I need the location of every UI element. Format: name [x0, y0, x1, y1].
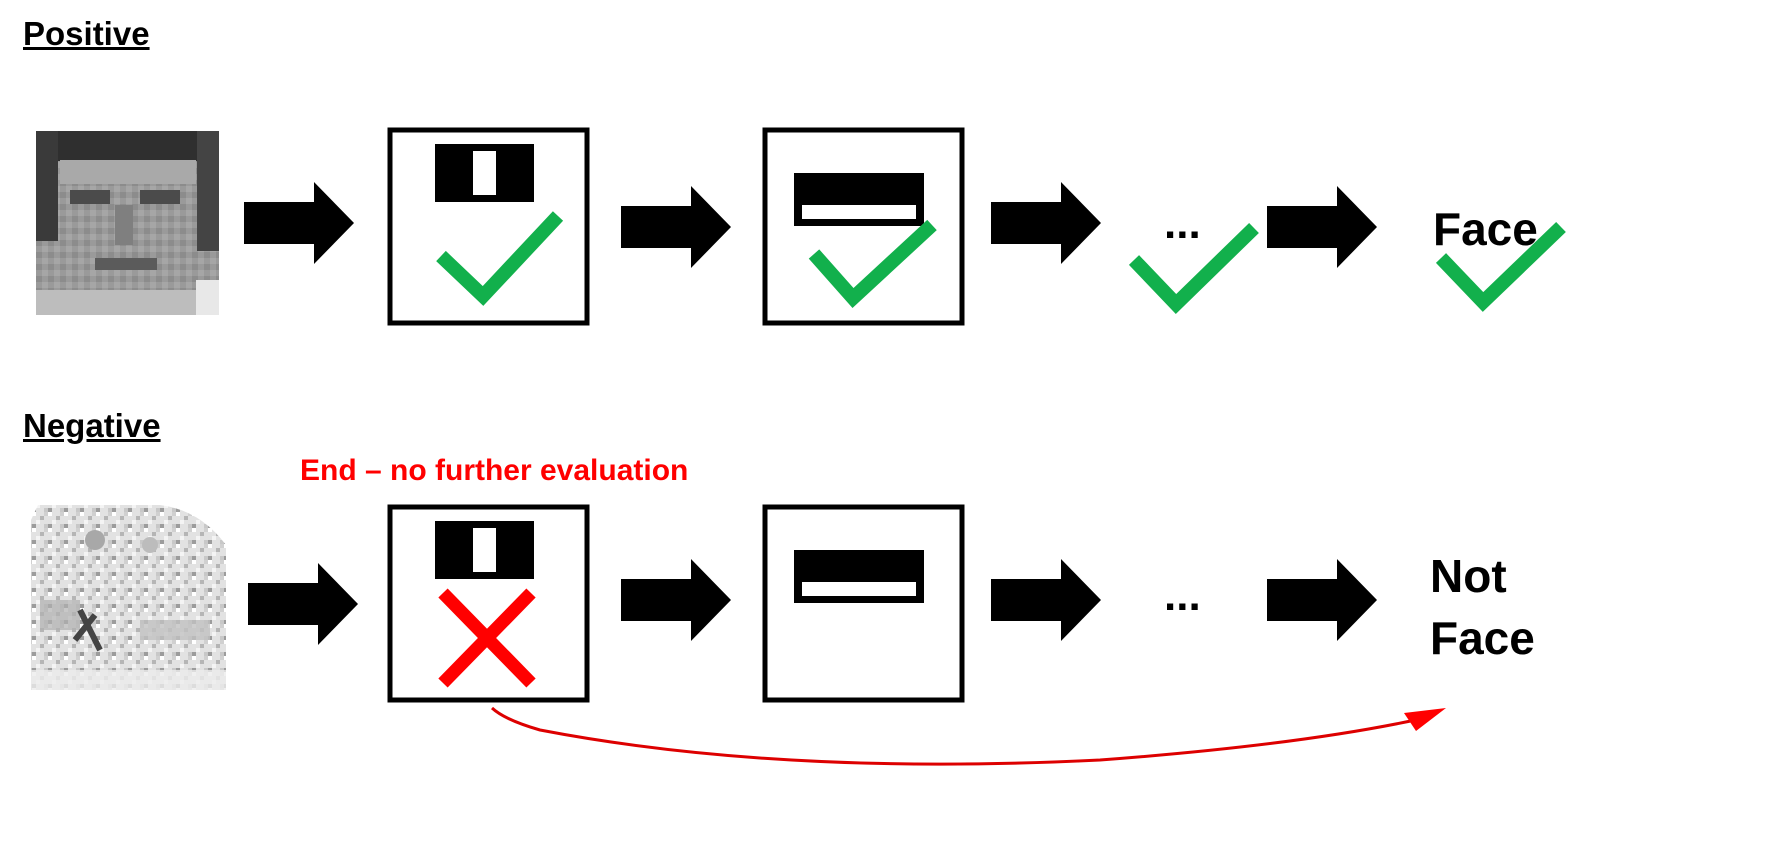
right-arrow-icon — [991, 182, 1101, 264]
checkmark-icon — [808, 219, 937, 308]
checkmark-icon — [1128, 222, 1259, 314]
positive-section-title: Positive — [23, 15, 150, 52]
positive-more-stages-ellipsis: ... — [1164, 199, 1201, 248]
negative-result-face: Face — [1430, 612, 1535, 664]
positive-result-face: Face — [1433, 203, 1538, 255]
checkmark-icon — [1435, 221, 1566, 312]
curved-arrow-icon — [490, 706, 1446, 766]
negative-section-title: Negative — [23, 407, 161, 444]
right-arrow-icon — [1267, 559, 1377, 641]
negative-stage-1-classifier-box — [387, 504, 590, 703]
negative-result-not: Not — [1430, 550, 1507, 602]
right-arrow-icon — [621, 559, 731, 641]
cross-icon — [438, 588, 536, 688]
horizontal-haar-feature-icon — [794, 173, 924, 226]
right-arrow-icon — [1267, 186, 1377, 268]
right-arrow-icon — [244, 182, 354, 264]
checkmark-icon — [436, 211, 564, 306]
vertical-haar-feature-icon — [435, 521, 534, 579]
horizontal-haar-feature-icon — [794, 550, 924, 603]
positive-face-image — [36, 131, 219, 315]
early-rejection-note: End – no further evaluation — [300, 454, 689, 487]
right-arrow-icon — [991, 559, 1101, 641]
vertical-haar-feature-icon — [435, 144, 534, 202]
negative-more-stages-ellipsis: ... — [1164, 571, 1201, 620]
negative-nonface-image — [31, 505, 226, 690]
right-arrow-icon — [621, 186, 731, 268]
right-arrow-icon — [248, 563, 358, 645]
negative-stage-2-classifier-box — [762, 504, 965, 703]
